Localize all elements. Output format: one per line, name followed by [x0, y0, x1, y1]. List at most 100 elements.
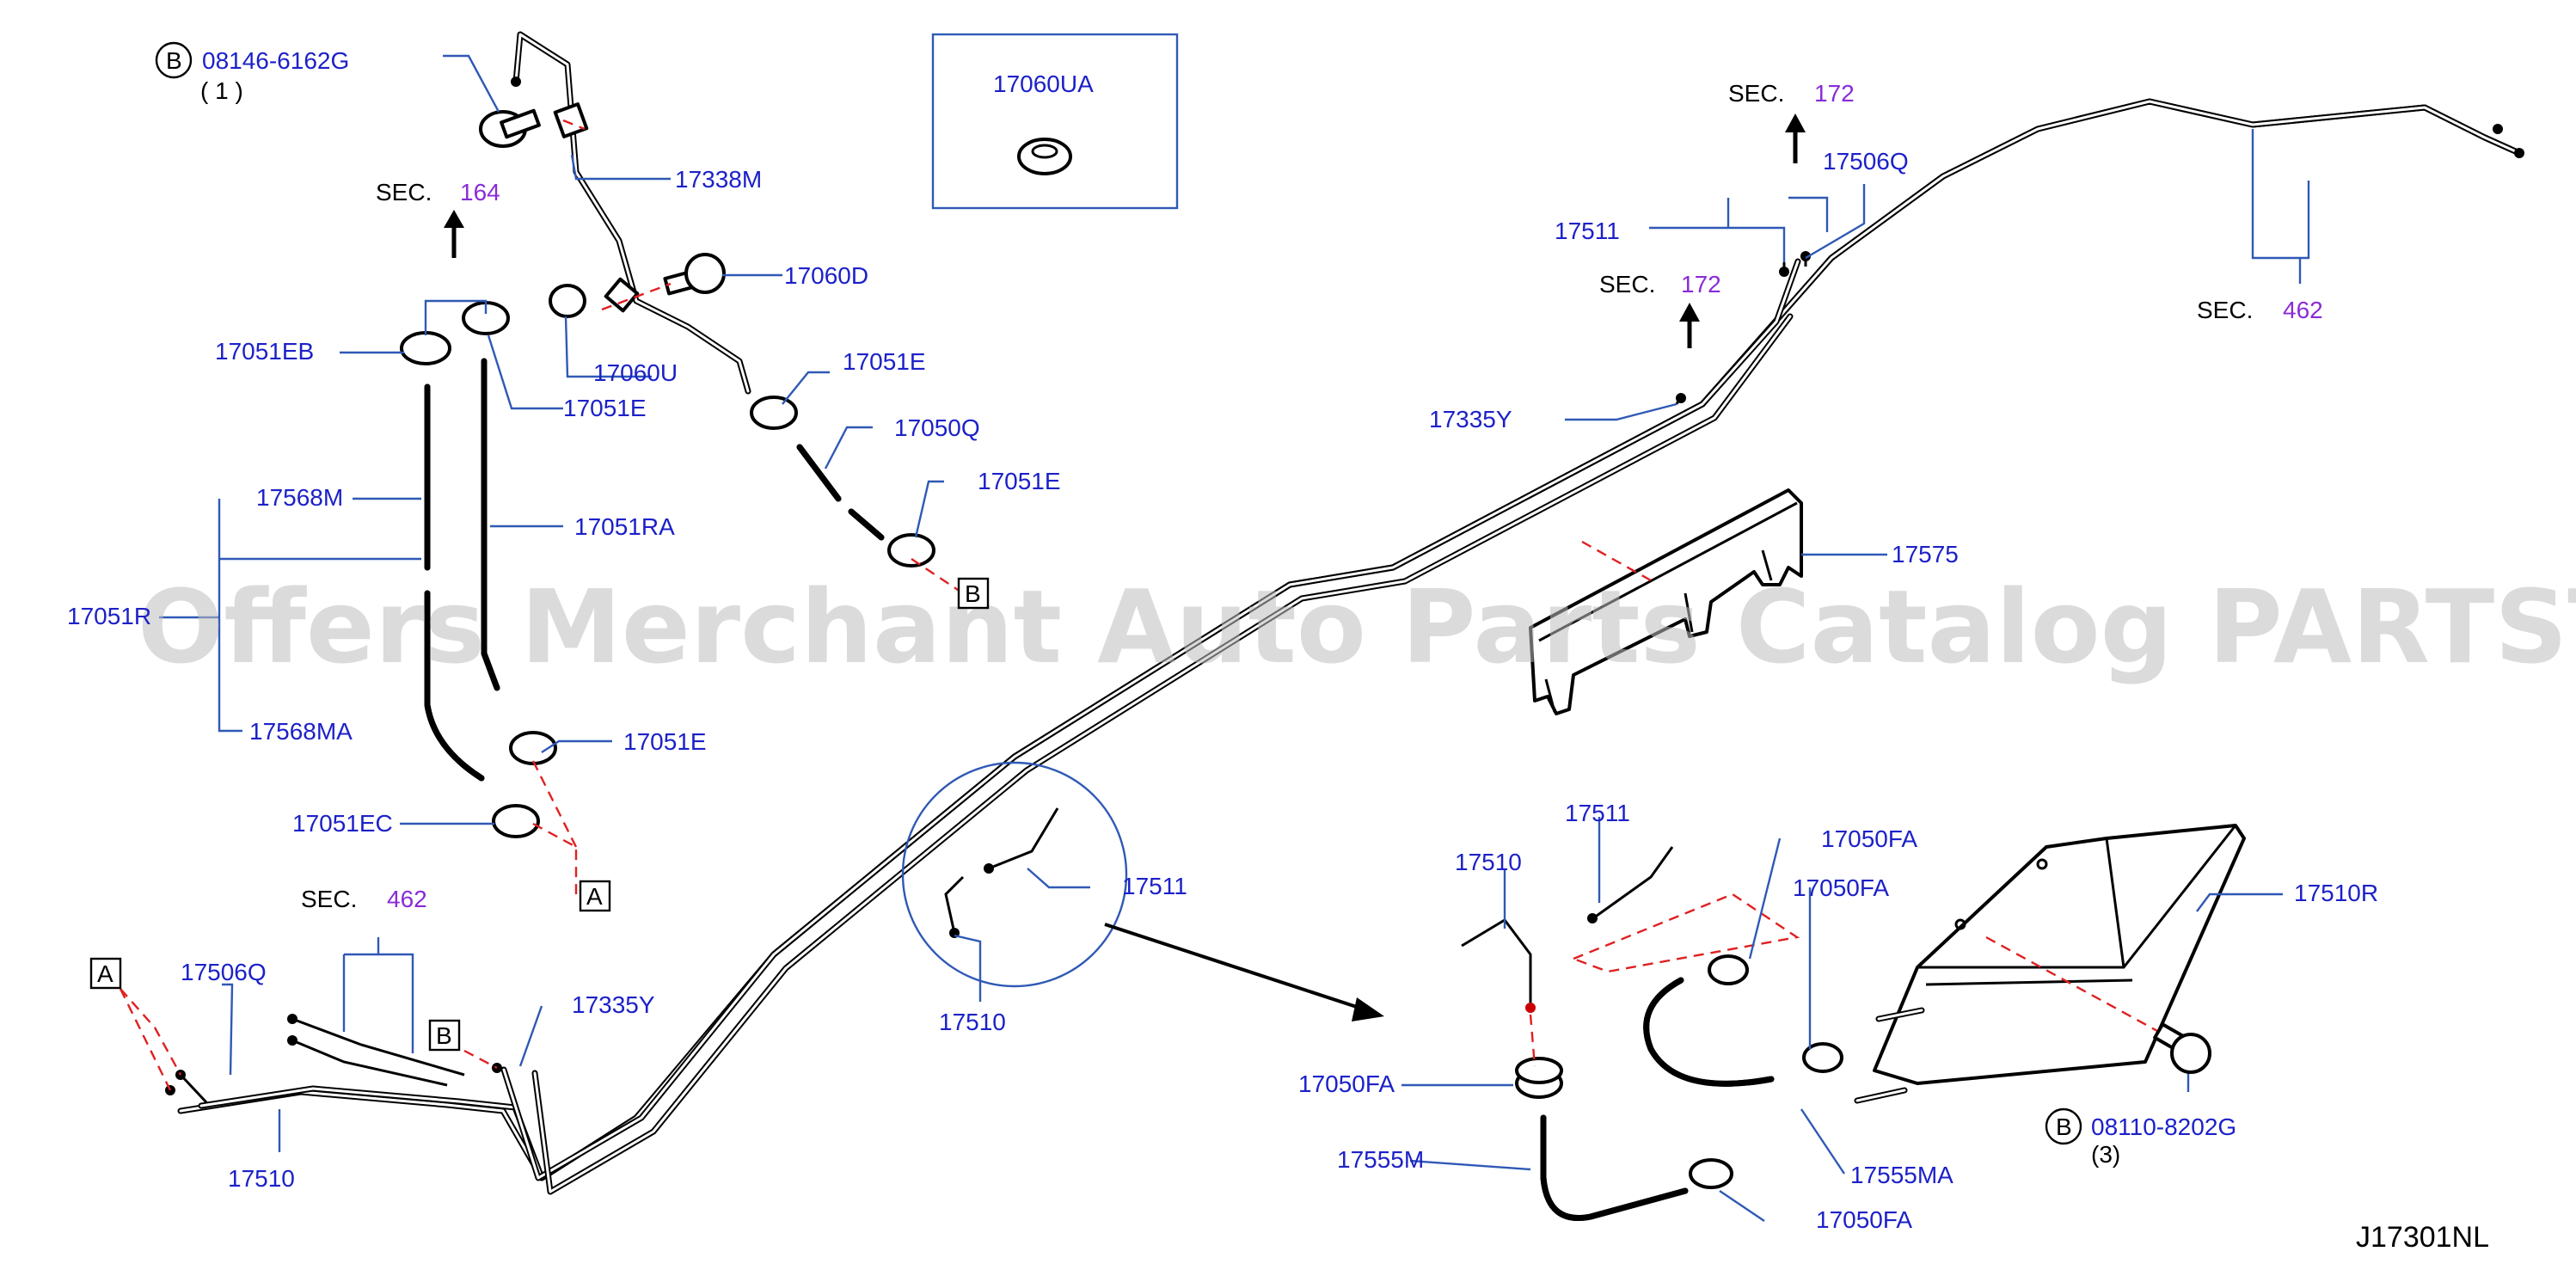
label-17051EC[interactable]: 17051EC: [292, 810, 393, 837]
label-17051R[interactable]: 17051R: [67, 603, 151, 629]
label-17050FA[interactable]: 17050FA: [1821, 825, 1917, 852]
callout-circle: [2045, 1107, 2082, 1145]
grommet-17060U-icon: [549, 284, 586, 318]
svg-text:17568M: 17568M: [256, 484, 343, 511]
up-arrow-icon: [1679, 303, 1700, 348]
clamp-17051E-icon: [509, 731, 557, 765]
label-17050FA[interactable]: 17050FA: [1298, 1070, 1395, 1097]
bolt-08110-8202G-icon: [2153, 1022, 2211, 1074]
bracket-17510R: [1854, 824, 2246, 1104]
label-17510[interactable]: 17510: [939, 1009, 1006, 1035]
label-17051EB[interactable]: 17051EB: [215, 338, 314, 365]
svg-text:17511: 17511: [1565, 800, 1630, 826]
label-17051E[interactable]: 17051E: [623, 728, 707, 755]
detail-circle: [901, 761, 1128, 988]
svg-text:172: 172: [1814, 80, 1855, 107]
svg-text:SEC.: SEC.: [376, 179, 432, 206]
label-17051RA[interactable]: 17051RA: [574, 513, 675, 540]
section-ref-462[interactable]: SEC. 462: [301, 886, 427, 912]
label-17510R[interactable]: 17510R: [2294, 880, 2378, 906]
bolt-17060D-icon: [663, 253, 726, 296]
svg-text:17506Q: 17506Q: [1823, 148, 1909, 175]
label-17051E[interactable]: 17051E: [843, 348, 926, 375]
svg-text:164: 164: [460, 179, 500, 206]
clamp-17051EB-icon: [400, 331, 451, 365]
svg-text:B: B: [2056, 1113, 2072, 1140]
svg-text:17575: 17575: [1892, 541, 1959, 567]
label-17051E[interactable]: 17051E: [563, 395, 647, 421]
label-17050Q[interactable]: 17050Q: [894, 414, 980, 441]
label-17510[interactable]: 17510: [228, 1165, 295, 1192]
label-17555MA[interactable]: 17555MA: [1850, 1162, 1953, 1188]
clamp-17051EC-icon: [492, 804, 540, 838]
svg-text:SEC.: SEC.: [1728, 80, 1784, 107]
svg-text:SEC.: SEC.: [1599, 271, 1655, 298]
label-17506Q[interactable]: 17506Q: [1823, 148, 1909, 175]
watermark: Offers Merchant Auto Parts Catalog PARTS…: [138, 567, 2576, 686]
label-17506Q[interactable]: 17506Q: [181, 959, 267, 985]
bolt-08146-6162G[interactable]: B 08146-6162G ( 1 ): [155, 41, 349, 104]
bolt-08110-8202G[interactable]: B 08110-8202G (3): [2045, 1022, 2236, 1168]
up-arrow-icon: [1785, 113, 1806, 163]
section-ref-172[interactable]: SEC. 172: [1599, 271, 1721, 298]
label-17575[interactable]: 17575: [1892, 541, 1959, 567]
label-17511[interactable]: 17511: [1555, 218, 1620, 244]
label-17338M[interactable]: 17338M: [675, 166, 762, 193]
svg-text:(3): (3): [2091, 1141, 2120, 1168]
svg-text:17051E: 17051E: [843, 348, 926, 375]
protector-17575: [1529, 488, 1803, 715]
label-17060UA[interactable]: 17060UA: [993, 71, 1094, 97]
section-ref-172[interactable]: SEC. 172: [1728, 80, 1855, 107]
svg-text:17060UA: 17060UA: [993, 71, 1094, 97]
svg-text:B: B: [436, 1022, 452, 1049]
svg-text:B: B: [166, 47, 182, 74]
svg-text:17555MA: 17555MA: [1850, 1162, 1953, 1188]
label-17335Y[interactable]: 17335Y: [1429, 406, 1512, 432]
reference-dashes: [119, 119, 2168, 1091]
svg-text:17050FA: 17050FA: [1816, 1206, 1912, 1233]
label-17050FA[interactable]: 17050FA: [1793, 874, 1889, 901]
main-fuel-tube-bundle: [165, 98, 2524, 1195]
section-ref-164[interactable]: SEC. 164: [376, 179, 500, 206]
label-17060U[interactable]: 17060U: [593, 359, 678, 386]
label-17568MA[interactable]: 17568MA: [249, 718, 353, 745]
section-ref-462[interactable]: SEC. 462: [2197, 297, 2323, 323]
label-17335Y[interactable]: 17335Y: [572, 991, 655, 1018]
label-17510[interactable]: 17510: [1455, 849, 1522, 875]
label-17555M[interactable]: 17555M: [1337, 1146, 1424, 1173]
svg-text:A: A: [586, 883, 603, 910]
label-17060D[interactable]: 17060D: [784, 262, 868, 289]
label-17050FA[interactable]: 17050FA: [1816, 1206, 1912, 1233]
svg-text:17060D: 17060D: [784, 262, 868, 289]
callout-box-b[interactable]: B: [957, 577, 990, 610]
svg-text:462: 462: [2283, 297, 2323, 323]
svg-text:17335Y: 17335Y: [1429, 406, 1512, 432]
bolt-08146-6162G-icon: [479, 108, 541, 148]
svg-text:17050FA: 17050FA: [1298, 1070, 1395, 1097]
svg-text:17051E: 17051E: [623, 728, 707, 755]
svg-text:17511: 17511: [1122, 873, 1187, 899]
callout-box-b[interactable]: B: [428, 1019, 461, 1052]
svg-text:17506Q: 17506Q: [181, 959, 267, 985]
clamp-17051E-icon: [887, 533, 935, 567]
callout-circle: [155, 41, 193, 79]
label-17511[interactable]: 17511: [1565, 800, 1630, 826]
svg-text:17051R: 17051R: [67, 603, 151, 629]
label-17568M[interactable]: 17568M: [256, 484, 343, 511]
up-arrow-icon: [444, 210, 464, 258]
svg-text:17050FA: 17050FA: [1793, 874, 1889, 901]
svg-text:08110-8202G: 08110-8202G: [2091, 1113, 2236, 1140]
svg-text:17051E: 17051E: [563, 395, 647, 421]
callout-box-a[interactable]: A: [579, 880, 611, 912]
detail-arrow: [1104, 923, 1384, 1021]
svg-text:17335Y: 17335Y: [572, 991, 655, 1018]
svg-text:462: 462: [387, 886, 427, 912]
svg-text:17051RA: 17051RA: [574, 513, 675, 540]
label-17051E[interactable]: 17051E: [978, 468, 1061, 494]
label-17511[interactable]: 17511: [1122, 873, 1187, 899]
svg-text:17510: 17510: [228, 1165, 295, 1192]
svg-text:172: 172: [1681, 271, 1721, 298]
callout-box-a[interactable]: A: [89, 957, 122, 990]
left-upper-assembly: [400, 31, 935, 838]
